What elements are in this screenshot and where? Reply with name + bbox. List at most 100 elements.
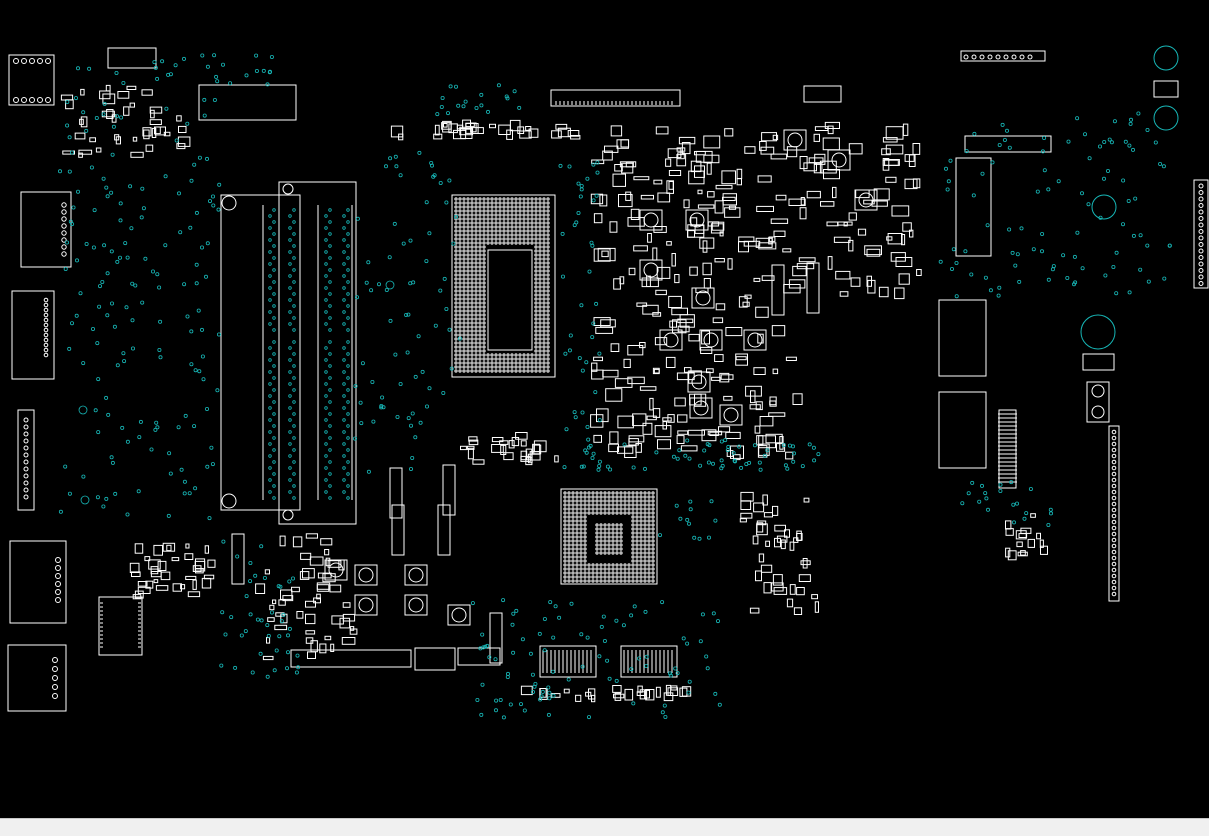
smd-component[interactable] (316, 584, 330, 592)
cpu-ball[interactable] (458, 325, 462, 329)
cpu-ball[interactable] (458, 301, 462, 305)
smd-component[interactable] (533, 444, 542, 455)
smd-component[interactable] (299, 571, 310, 580)
smd-component[interactable] (102, 93, 116, 105)
pch-ball[interactable] (571, 535, 575, 539)
via[interactable] (671, 454, 676, 459)
smd-component[interactable] (885, 126, 904, 140)
pch-ball[interactable] (575, 551, 579, 555)
via[interactable] (546, 685, 551, 690)
connector-pin[interactable] (1198, 242, 1204, 247)
via[interactable] (101, 176, 106, 181)
cpu-ball[interactable] (534, 345, 538, 349)
smd-component[interactable] (760, 564, 773, 573)
smd-component[interactable] (150, 566, 159, 575)
smd-component[interactable] (772, 368, 779, 375)
smd-component[interactable] (520, 685, 533, 696)
via[interactable] (1121, 178, 1126, 183)
pch-ball[interactable] (595, 511, 599, 515)
via[interactable] (118, 218, 123, 223)
via[interactable] (614, 678, 619, 683)
power-component[interactable] (783, 129, 807, 151)
cpu-ball[interactable] (498, 213, 502, 217)
cpu-ball[interactable] (466, 197, 470, 201)
via[interactable] (442, 276, 447, 281)
dimm-pin[interactable] (328, 376, 332, 380)
cpu-ball[interactable] (474, 289, 478, 293)
smd-component[interactable] (460, 445, 467, 451)
pch-ball[interactable] (619, 531, 623, 535)
pch-ball[interactable] (639, 491, 643, 495)
cpu-ball[interactable] (542, 213, 546, 217)
cpu-ball[interactable] (542, 297, 546, 301)
cpu-ball[interactable] (526, 221, 530, 225)
cpu-ball[interactable] (478, 357, 482, 361)
dimm-pin[interactable] (342, 226, 346, 230)
dimm-pin[interactable] (328, 280, 332, 284)
cpu-ball[interactable] (546, 197, 550, 201)
via[interactable] (200, 354, 205, 359)
cpu-ball[interactable] (454, 249, 458, 253)
cpu-ball[interactable] (466, 293, 470, 297)
pch-ball[interactable] (639, 499, 643, 503)
capacitor[interactable] (771, 264, 785, 316)
cpu-ball[interactable] (466, 205, 470, 209)
dimm-pin[interactable] (324, 442, 328, 446)
pch-ball[interactable] (583, 547, 587, 551)
cpu-ball[interactable] (474, 209, 478, 213)
dimm-pin[interactable] (324, 250, 328, 254)
cpu-ball[interactable] (478, 229, 482, 233)
cpu-ball[interactable] (530, 217, 534, 221)
via[interactable] (579, 632, 584, 637)
pch-ball[interactable] (607, 571, 611, 575)
via[interactable] (511, 611, 516, 616)
smd-component[interactable] (636, 302, 648, 307)
cpu-ball[interactable] (538, 297, 542, 301)
cpu-ball[interactable] (538, 213, 542, 217)
via[interactable] (1127, 143, 1132, 148)
cpu-ball[interactable] (482, 245, 486, 249)
via[interactable] (253, 573, 258, 578)
pch-ball[interactable] (567, 543, 571, 547)
via[interactable] (189, 329, 194, 334)
via[interactable] (579, 187, 584, 192)
pch-ball[interactable] (607, 511, 611, 515)
via[interactable] (480, 682, 485, 687)
cpu-ball[interactable] (498, 209, 502, 213)
smd-component[interactable] (662, 417, 672, 422)
memory-connector[interactable] (620, 645, 678, 678)
cpu-ball[interactable] (534, 349, 538, 353)
cpu-ball[interactable] (458, 309, 462, 313)
connector-pin[interactable] (21, 97, 27, 103)
dimm-pin[interactable] (292, 256, 296, 260)
cpu-ball[interactable] (542, 245, 546, 249)
via[interactable] (393, 352, 398, 357)
smd-component[interactable] (678, 136, 696, 145)
pch-ball[interactable] (643, 535, 647, 539)
via[interactable] (578, 194, 583, 199)
via[interactable] (294, 670, 299, 675)
pch-ball[interactable] (583, 507, 587, 511)
cpu-ball[interactable] (542, 229, 546, 233)
via[interactable] (644, 664, 649, 669)
dimm-pin[interactable] (272, 484, 276, 488)
via[interactable] (969, 272, 974, 277)
cpu-ball[interactable] (462, 201, 466, 205)
via[interactable] (125, 255, 130, 260)
smd-component[interactable] (902, 123, 909, 136)
cpu-ball[interactable] (462, 265, 466, 269)
via[interactable] (353, 384, 358, 389)
dimm-pin[interactable] (268, 286, 272, 290)
via[interactable] (366, 260, 371, 265)
via[interactable] (580, 368, 585, 373)
cpu-ball[interactable] (518, 237, 522, 241)
cpu-ball[interactable] (498, 241, 502, 245)
cpu-ball[interactable] (534, 337, 538, 341)
cpu-ball[interactable] (498, 365, 502, 369)
smd-component[interactable] (697, 189, 703, 195)
pch-ball[interactable] (575, 539, 579, 543)
pch-ball[interactable] (619, 571, 623, 575)
smd-component[interactable] (757, 445, 768, 458)
cpu-ball[interactable] (498, 221, 502, 225)
smd-component[interactable] (657, 439, 671, 450)
